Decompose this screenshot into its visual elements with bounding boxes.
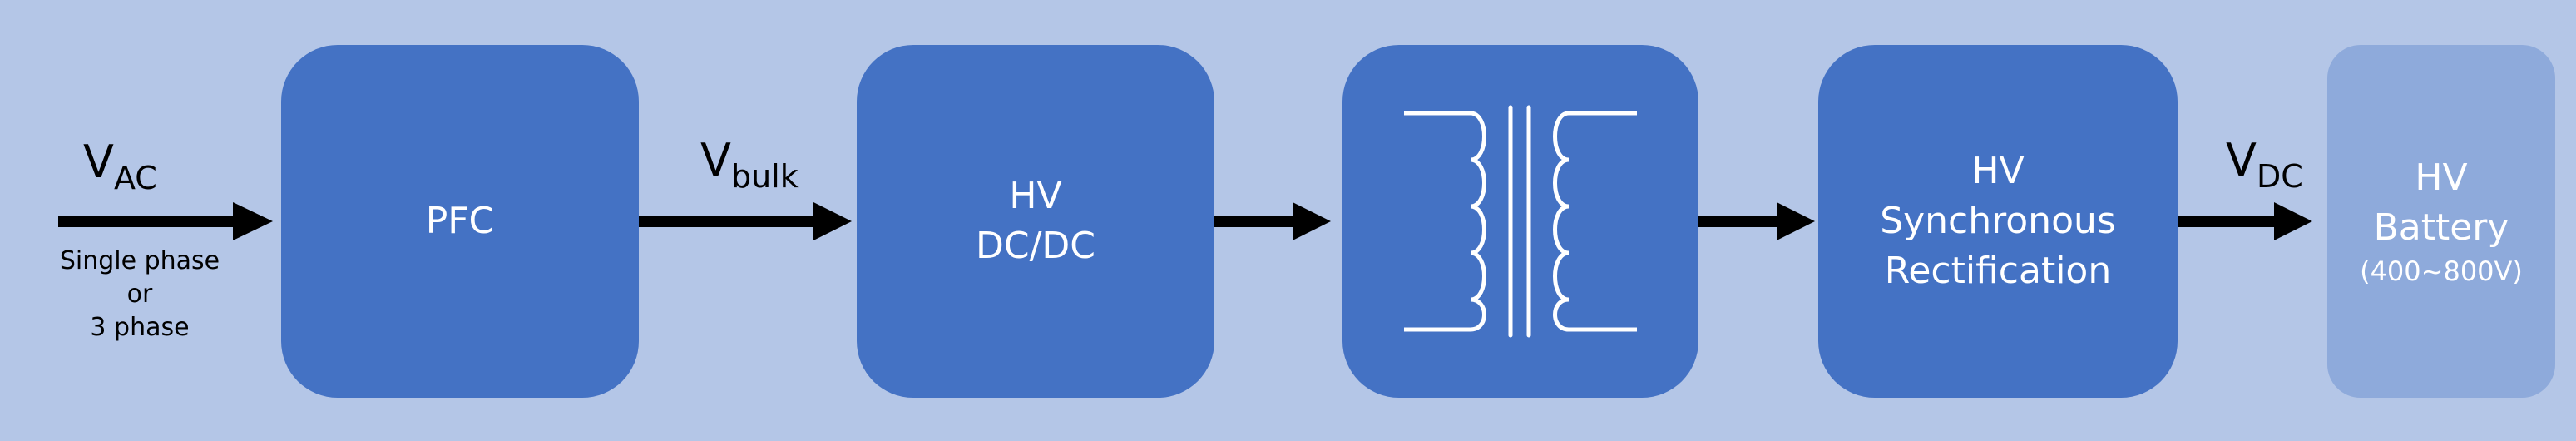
- pfc-block-label: PFC: [425, 200, 495, 242]
- vdc-label-sub: DC: [2256, 158, 2303, 195]
- vbulk-label-sub: bulk: [730, 158, 799, 195]
- vac-label-main: V: [83, 136, 114, 188]
- hv-dcdc-block-line-1: HV: [1009, 175, 1062, 217]
- hv-battery-block: HV Battery (400~800V): [2327, 45, 2555, 398]
- vac-caption-line-2: or: [126, 280, 153, 309]
- arrow-transformer-to-syncrect: [1698, 202, 1815, 240]
- vdc-label: VDC: [2226, 134, 2303, 193]
- transformer-block: [1342, 45, 1698, 398]
- vac-label: VAC: [83, 136, 157, 195]
- pfc-block: PFC: [281, 45, 639, 398]
- vbulk-label-main: V: [700, 134, 731, 186]
- vbulk-label: Vbulk: [700, 134, 799, 193]
- vac-caption: Single phase or 3 phase: [48, 245, 231, 344]
- sync-rect-line-2: Synchronous: [1880, 200, 2116, 242]
- transformer-icon: [1404, 105, 1637, 338]
- arrow-syncrect-to-battery: [2178, 202, 2312, 240]
- vac-caption-line-3: 3 phase: [90, 313, 190, 342]
- vac-label-sub: AC: [113, 160, 157, 196]
- arrow-hvdcdc-to-transformer: [1214, 202, 1331, 240]
- hv-dcdc-block: HV DC/DC: [857, 45, 1214, 398]
- sync-rect-line-1: HV: [1971, 150, 2025, 192]
- arrow-input-to-pfc: [58, 202, 273, 240]
- arrow-pfc-to-hvdcdc: [639, 202, 852, 240]
- vdc-label-main: V: [2226, 134, 2257, 186]
- hv-dcdc-block-line-2: DC/DC: [975, 225, 1096, 267]
- battery-line-2: Battery: [2373, 206, 2509, 249]
- battery-voltage-range: (400~800V): [2360, 255, 2523, 287]
- vac-caption-line-1: Single phase: [59, 246, 220, 275]
- sync-rectification-block: HV Synchronous Rectification: [1818, 45, 2178, 398]
- battery-line-1: HV: [2415, 156, 2468, 199]
- sync-rect-line-3: Rectification: [1884, 250, 2112, 292]
